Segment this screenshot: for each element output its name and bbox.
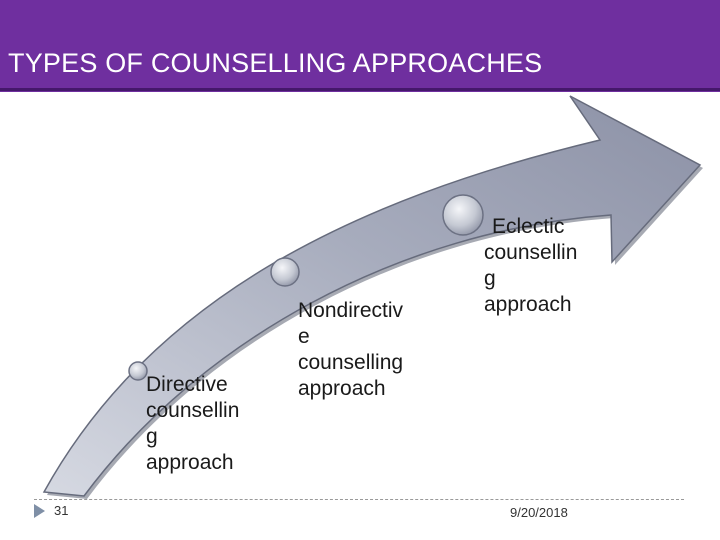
step-label-eclectic: Eclectic counsellin g approach [484, 215, 578, 316]
step-label-nondirective: Nondirectiv e counselling approach [298, 299, 404, 400]
title-bar: TYPES OF COUNSELLING APPROACHES [0, 0, 720, 92]
footer-divider [34, 499, 684, 500]
step-label-directive: Directive counsellin g approach [146, 373, 240, 474]
title-underline [0, 88, 720, 91]
process-arrow-diagram [42, 95, 703, 499]
curved-arrow [42, 95, 703, 499]
step-node-directive [128, 361, 148, 381]
footer-triangle-icon [34, 504, 45, 518]
slide-title: TYPES OF COUNSELLING APPROACHES [8, 48, 543, 78]
slide-number: 31 [54, 503, 69, 518]
step-node-eclectic [442, 194, 484, 236]
slide-date: 9/20/2018 [510, 505, 568, 520]
step-node-nondirective [270, 257, 300, 287]
